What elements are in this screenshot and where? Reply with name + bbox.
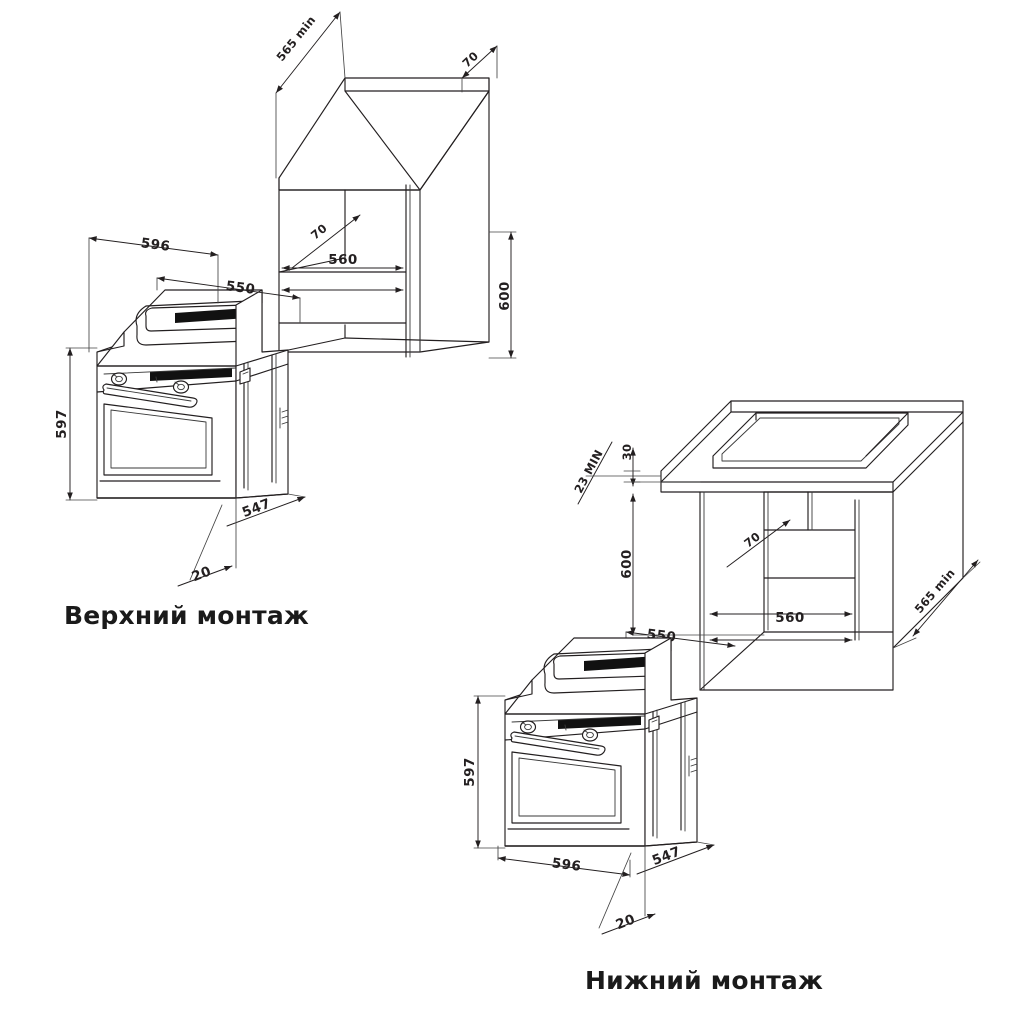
dim-20-bottom: 20	[614, 911, 638, 933]
oven-knob-right-bottom	[581, 728, 599, 742]
dim-596-top: 596	[140, 235, 171, 255]
dim-600-bottom: 600	[619, 549, 635, 578]
dim-30-bottom: 30	[620, 444, 634, 461]
caption-top: Верхний монтаж	[64, 601, 309, 630]
dim-597-top: 597	[54, 409, 70, 438]
oven-knob-left	[110, 372, 128, 386]
oven-side-vent-bottom	[688, 755, 698, 777]
dim-597-bottom: 597	[462, 757, 478, 786]
dim-560-top: 560	[328, 252, 357, 268]
dim-600-top: 600	[497, 281, 513, 310]
bottom-cabinet	[660, 400, 964, 691]
dim-550-top: 550	[225, 278, 256, 298]
top-oven	[96, 289, 289, 499]
oven-knob-left-bottom	[519, 720, 537, 734]
dim-20-top: 20	[190, 563, 214, 585]
dim-560-bottom: 560	[775, 610, 804, 626]
oven-knob-right	[172, 380, 190, 394]
dim-596-bottom: 596	[551, 855, 582, 875]
oven-side-vent	[279, 407, 289, 429]
caption-bottom: Нижний монтаж	[585, 966, 823, 995]
